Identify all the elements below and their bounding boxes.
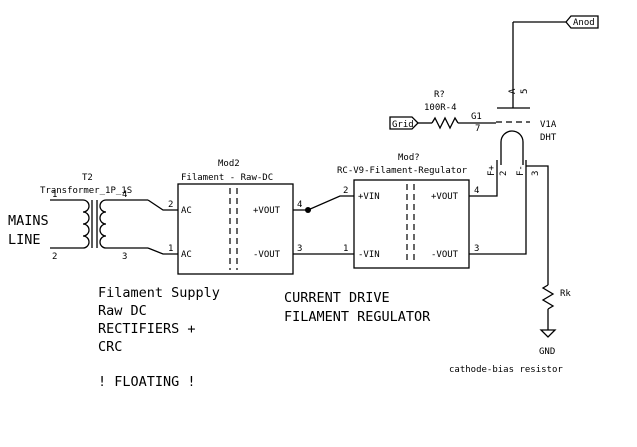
mod2-pin-vout-neg: -VOUT (253, 250, 281, 260)
anode-label-shape (565, 15, 599, 29)
resistor-bias: Rk (526, 165, 571, 330)
note-filament-supply-1: Filament Supply (98, 285, 220, 301)
regulator-value: RC-V9-Filament-Regulator (337, 166, 468, 176)
mod2-pin-num-4: 4 (297, 200, 302, 210)
gnd-label: GND (539, 347, 555, 357)
mod2-ref: Mod2 (218, 159, 240, 169)
note-floating: ! FLOATING ! (98, 374, 196, 390)
mod2-pin-num-2: 2 (168, 200, 173, 210)
tube-ref: V1A (540, 120, 557, 130)
grid-label-text: Grid (392, 120, 414, 130)
tube-fil-neg-name: F- (516, 165, 526, 176)
note-filament-supply-3: RECTIFIERS + (98, 321, 196, 337)
tube-anode-pin-name: A (508, 88, 518, 94)
note-current-drive-1: CURRENT DRIVE (284, 290, 390, 306)
mod2-pin-ac-top: AC (181, 206, 192, 216)
resistor-grid: R? 100R-4 (418, 90, 496, 130)
mod2-pin-num-1: 1 (168, 244, 173, 254)
regulator-pin-vout-pos: +VOUT (431, 192, 459, 202)
note-filament-supply-4: CRC (98, 339, 122, 355)
grid-label-shape (389, 116, 419, 130)
tube-fil-neg-num: 3 (531, 171, 541, 176)
transformer-pin1: 1 (52, 190, 57, 200)
transformer-pin2: 2 (52, 252, 57, 262)
transformer-pin3: 3 (122, 252, 127, 262)
regulator-pin-vin-pos: +VIN (358, 192, 380, 202)
mod2-value: Filament - Raw-DC (181, 173, 273, 183)
tube-grid-pin-name: G1 (471, 112, 482, 122)
tube-v1a: V1A DHT G1 7 A 5 F+ 2 F- 3 (471, 21, 566, 176)
wire-reg-to-filament-neg (469, 160, 527, 255)
junction-dot (305, 207, 311, 213)
regulator-body (353, 179, 470, 269)
wire-t2-to-mod2-ac1 (147, 199, 178, 211)
regulator-pin-num-4: 4 (474, 186, 479, 196)
note-current-drive-2: FILAMENT REGULATOR (284, 309, 431, 325)
mod2-body (177, 183, 294, 275)
regulator-ref: Mod? (398, 153, 420, 163)
regulator-pin-num-1: 1 (343, 244, 348, 254)
mod2-pin-vout-pos: +VOUT (253, 206, 281, 216)
mains-label-line1: MAINS (8, 213, 49, 229)
resistor-grid-zigzag (431, 116, 459, 130)
tube-anode-pin-num: 5 (520, 89, 530, 94)
note-filament-supply-2: Raw DC (98, 303, 147, 319)
tube-grid-pin-num: 7 (475, 124, 480, 134)
resistor-grid-value: 100R-4 (424, 103, 457, 113)
transformer-t2: T2 Transformer_1P_1S 1 2 4 3 (40, 173, 148, 262)
regulator-pin-vout-neg: -VOUT (431, 250, 459, 260)
tube-filament (500, 130, 524, 165)
mod2-pin-ac-bottom: AC (181, 250, 192, 260)
transformer-pin4: 4 (122, 190, 127, 200)
gnd-triangle (539, 329, 557, 338)
transformer-secondary-coil (99, 199, 107, 249)
regulator-pin-num-3: 3 (474, 244, 479, 254)
wire-reg-to-filament-pos (469, 160, 498, 197)
wire-mod2-to-reg-pos (293, 195, 354, 211)
ground-symbol: GND (539, 329, 557, 357)
resistor-grid-ref: R? (434, 90, 445, 100)
regulator-pin-num-2: 2 (343, 186, 348, 196)
transformer-primary-coil (82, 199, 90, 249)
module-regulator: Mod? RC-V9-Filament-Regulator +VIN -VIN … (337, 153, 479, 269)
mod2-pin-num-3: 3 (297, 244, 302, 254)
anode-label-text: Anod (573, 18, 595, 28)
tube-value: DHT (540, 133, 557, 143)
transformer-value: Transformer_1P_1S (40, 186, 132, 196)
anode-net-label: Anod (565, 15, 599, 29)
resistor-bias-ref: Rk (560, 289, 571, 299)
transformer-ref: T2 (82, 173, 93, 183)
cathode-bias-note: cathode-bias resistor (449, 365, 563, 375)
tube-fil-pos-num: 2 (499, 171, 509, 176)
regulator-pin-vin-neg: -VIN (358, 250, 380, 260)
wire-t2-to-mod2-ac2 (147, 247, 178, 255)
module-mod2: Mod2 Filament - Raw-DC AC AC +VOUT -VOUT… (168, 159, 302, 275)
mains-label-line2: LINE (8, 232, 41, 248)
tube-fil-pos-name: F+ (487, 165, 497, 176)
resistor-bias-zigzag (541, 284, 555, 310)
grid-net-label: Grid (389, 116, 419, 130)
wire-filament-to-rk (526, 165, 549, 285)
